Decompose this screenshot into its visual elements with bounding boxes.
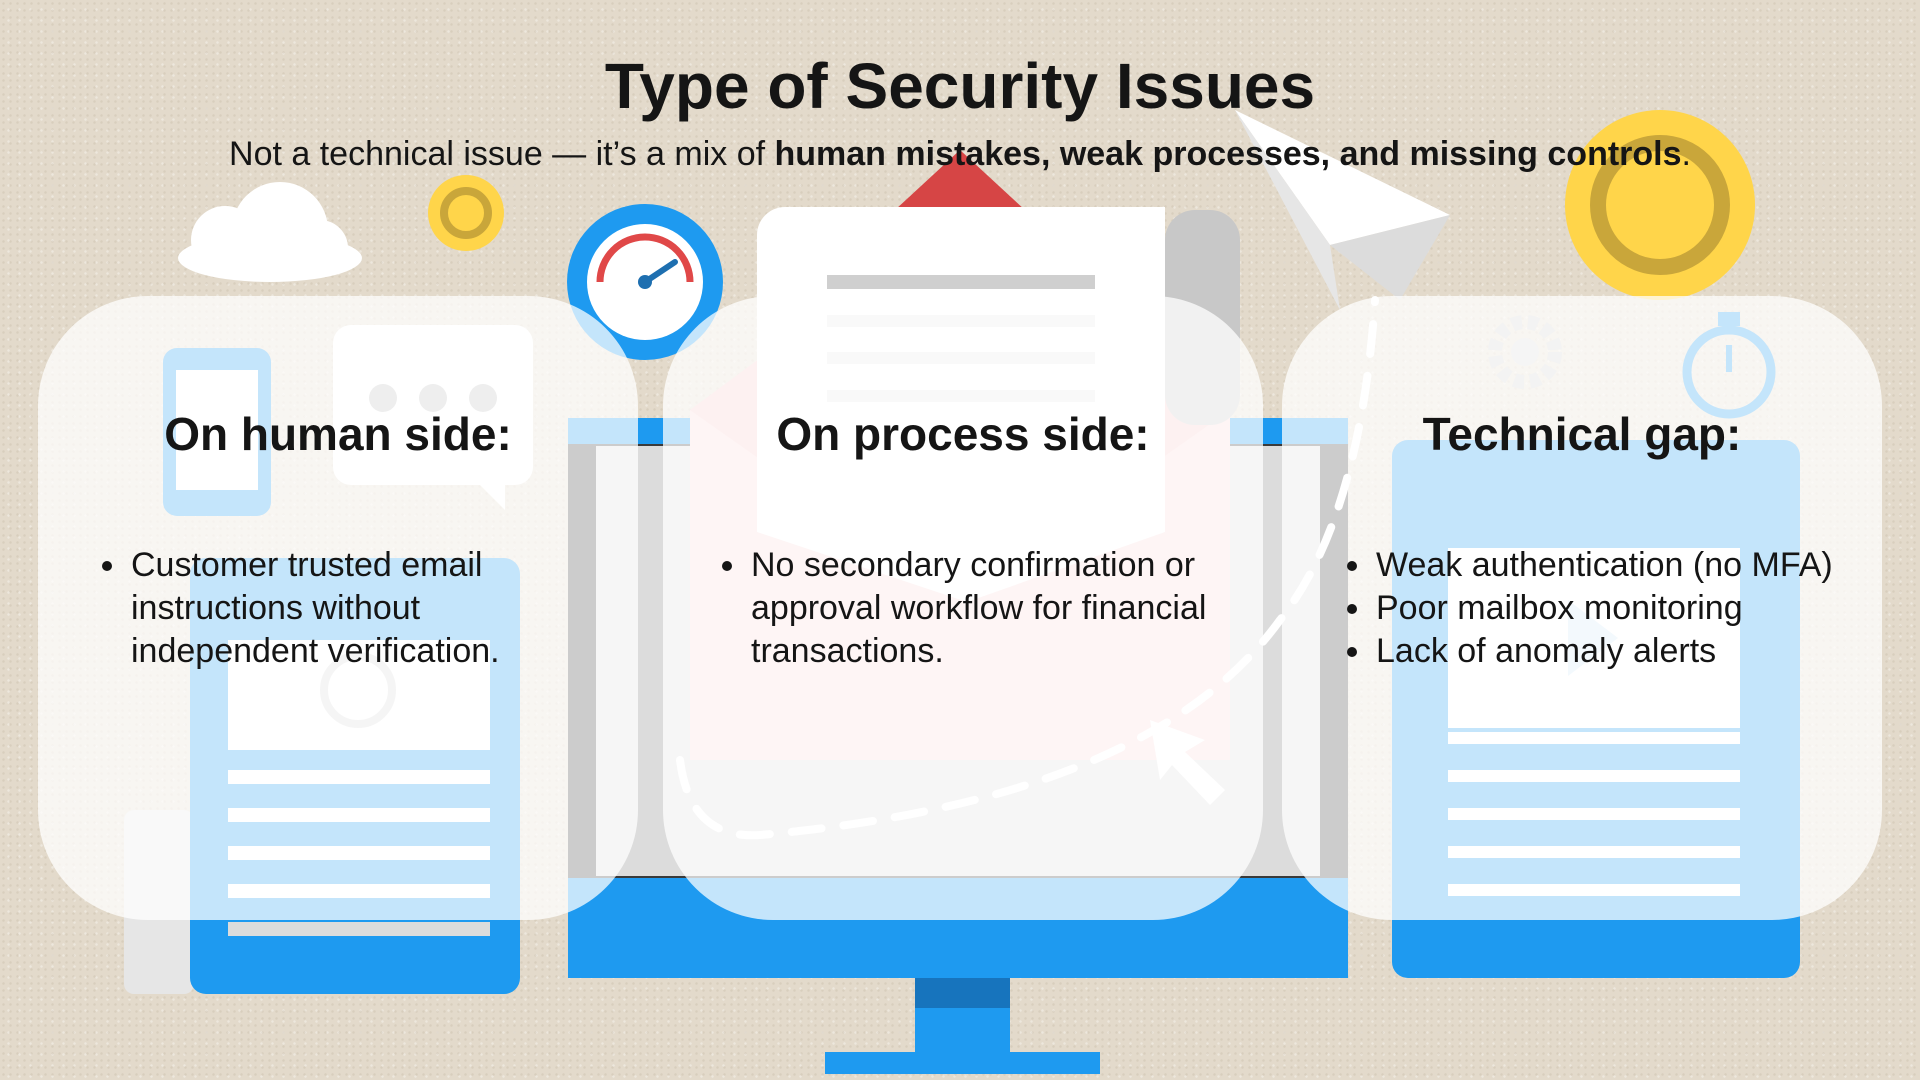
list-item: Lack of anomaly alerts xyxy=(1374,630,1894,673)
card-bullet-list: No secondary confirmation or approval wo… xyxy=(713,544,1269,673)
card-heading: On process side: xyxy=(776,408,1150,460)
paper-plane-icon xyxy=(1235,110,1450,310)
card-bullet-list: Weak authentication (no MFA) Poor mailbo… xyxy=(1338,544,1894,673)
sun-icon xyxy=(428,175,504,251)
list-item: Poor mailbox monitoring xyxy=(1374,587,1894,630)
card-heading: On human side: xyxy=(164,408,512,460)
coin-icon xyxy=(1565,110,1755,300)
card-heading: Technical gap: xyxy=(1422,408,1742,460)
process-side-card: On process side: No secondary confirmati… xyxy=(663,296,1263,920)
slide-title: Type of Security Issues xyxy=(604,50,1316,122)
list-item: Weak authentication (no MFA) xyxy=(1374,544,1894,587)
cloud-icon xyxy=(178,182,362,282)
slide-subtitle: Not a technical issue — it’s a mix of hu… xyxy=(0,132,1920,176)
technical-gap-card: Technical gap: Weak authentication (no M… xyxy=(1282,296,1882,920)
human-side-card: On human side: Customer trusted email in… xyxy=(38,296,638,920)
list-item: No secondary confirmation or approval wo… xyxy=(749,544,1269,673)
list-item: Customer trusted email instructions with… xyxy=(129,544,609,673)
subtitle-lead: Not a technical issue — it’s a mix of xyxy=(229,135,775,173)
speedometer-icon xyxy=(567,204,723,360)
subtitle-emphasis: human mistakes, weak processes, and miss… xyxy=(774,135,1682,173)
warning-triangle-icon xyxy=(895,150,1025,210)
subtitle-end: . xyxy=(1681,135,1691,173)
card-bullet-list: Customer trusted email instructions with… xyxy=(93,544,609,673)
